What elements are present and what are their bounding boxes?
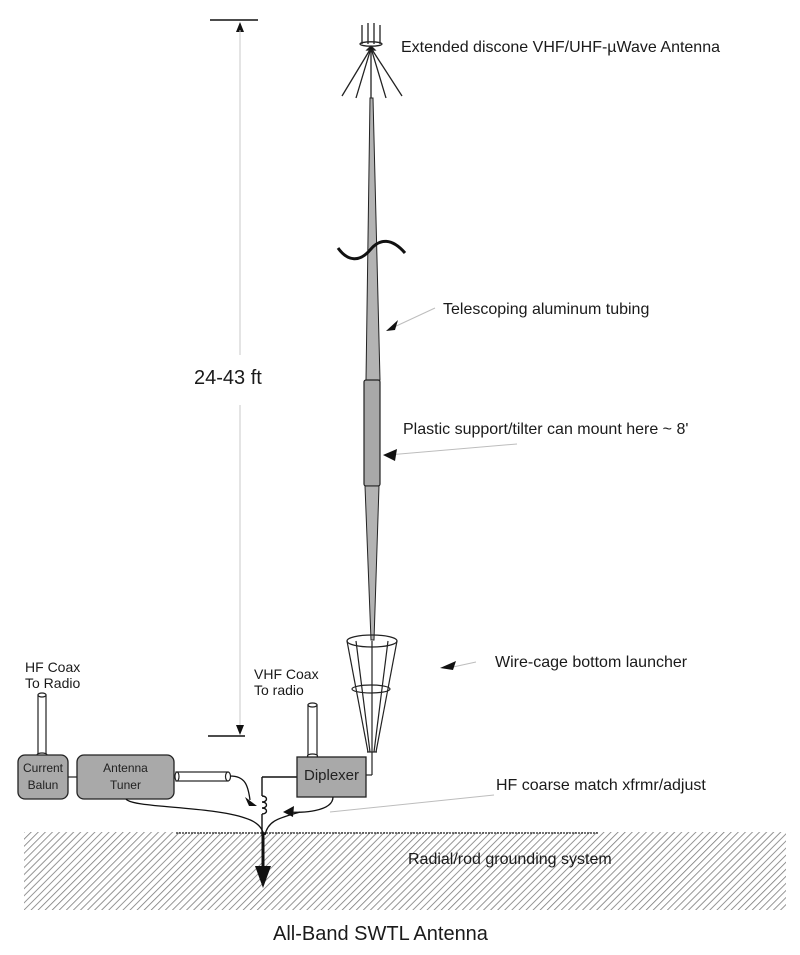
current-balun-label-line2: Balun bbox=[27, 778, 59, 792]
tuner-ground-lead bbox=[125, 798, 265, 836]
antenna-tuner-box bbox=[76, 754, 175, 800]
telescoping-tubing-lower bbox=[364, 485, 380, 641]
launcher-leader bbox=[452, 661, 477, 668]
antenna-tuner-label-line1: Antenna bbox=[103, 761, 148, 775]
discone-antenna bbox=[341, 23, 403, 104]
tubing-arrowhead bbox=[386, 320, 398, 331]
support-arrowhead bbox=[383, 449, 397, 461]
diplexer-ground-lead-2 bbox=[264, 811, 301, 836]
telescoping-tubing-upper bbox=[365, 97, 381, 381]
diplexer-label: Diplexer bbox=[303, 767, 360, 784]
diplexer-ground-lead bbox=[289, 796, 334, 813]
tuner-coax-lead bbox=[229, 775, 251, 801]
tubing-leader bbox=[391, 307, 436, 329]
break-symbol bbox=[336, 239, 407, 261]
wire-cage-launcher bbox=[346, 634, 398, 776]
ground-hatch bbox=[24, 832, 786, 910]
matching-coil bbox=[261, 776, 298, 836]
launcher-arrowhead bbox=[440, 661, 456, 670]
diagram-title: All-Band SWTL Antenna bbox=[273, 923, 488, 945]
discone-callout: Extended discone VHF/UHF-µWave Antenna bbox=[401, 39, 720, 56]
matcher-leader bbox=[329, 794, 495, 813]
height-dimension-label: 24-43 ft bbox=[194, 367, 262, 389]
support-leader bbox=[387, 443, 518, 456]
diplexer-box bbox=[296, 756, 367, 798]
hf-coax-label: HF Coax To Radio bbox=[25, 659, 80, 691]
current-balun-label-line1: Current bbox=[22, 761, 63, 775]
hf-coax-label-line1: HF Coax bbox=[25, 659, 81, 675]
ground-rod-arrowhead bbox=[255, 866, 271, 888]
vhf-coax-label-line2: To radio bbox=[254, 682, 304, 698]
launcher-callout: Wire-cage bottom launcher bbox=[495, 654, 688, 671]
antenna-tuner-label-line2: Tuner bbox=[110, 778, 141, 792]
tuner-coax bbox=[174, 771, 232, 782]
hf-coax-label-line2: To Radio bbox=[25, 675, 81, 691]
height-dimension bbox=[208, 19, 258, 737]
antenna-tuner-label: Antenna Tuner bbox=[77, 760, 174, 794]
vhf-coax-label-line1: VHF Coax bbox=[254, 666, 319, 682]
plastic-support-section bbox=[363, 379, 381, 487]
matcher-callout: HF coarse match xfrmr/adjust bbox=[496, 777, 706, 794]
support-callout: Plastic support/tilter can mount here ~ … bbox=[403, 421, 689, 438]
tubing-callout: Telescoping aluminum tubing bbox=[443, 301, 650, 318]
ground-callout: Radial/rod grounding system bbox=[408, 851, 612, 868]
hf-coax bbox=[36, 692, 48, 758]
vhf-coax-label: VHF Coax To radio bbox=[254, 666, 319, 698]
vhf-coax bbox=[306, 702, 319, 759]
current-balun-label: Current Balun bbox=[18, 760, 68, 794]
